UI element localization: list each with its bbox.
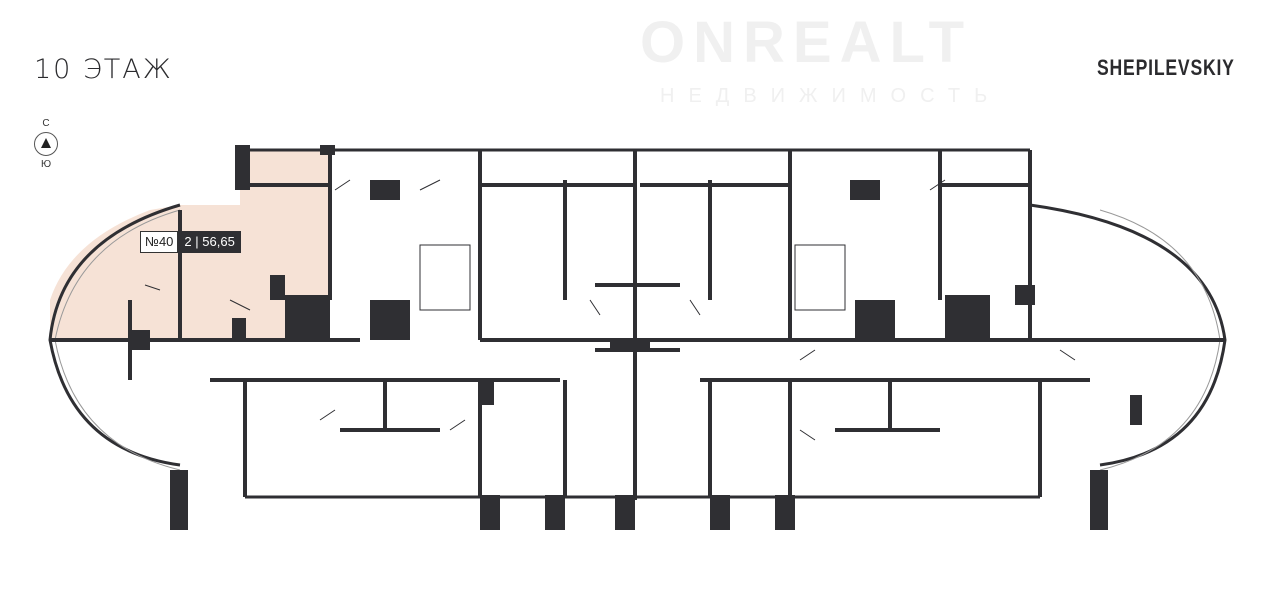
compass-arrow-icon [34,132,58,156]
brand-logo: SHEPILEVSKIY [1097,55,1235,80]
partition-walls [128,150,1042,500]
floor-title: 10 ЭТАЖ [34,54,173,85]
compass-north: С [42,118,50,129]
watermark-logo: ONREALT [640,10,973,75]
apartment-info: 2 | 56,65 [178,231,241,253]
apartment-rooms: 2 [184,234,192,249]
door-swings [144,179,1076,441]
watermark-subtitle: НЕДВИЖИМОСТЬ [660,85,1002,107]
apartment-area: 56,65 [202,234,235,249]
staircases [419,244,846,311]
structural-columns [130,145,1142,530]
apartment-number: №40 [140,231,179,253]
compass-south: Ю [40,159,52,170]
apartment-separator: | [195,234,199,249]
apartment-40-label[interactable]: №40 2 | 56,65 [140,231,241,253]
corridor-walls [50,338,1225,382]
compass: С Ю [34,118,58,170]
